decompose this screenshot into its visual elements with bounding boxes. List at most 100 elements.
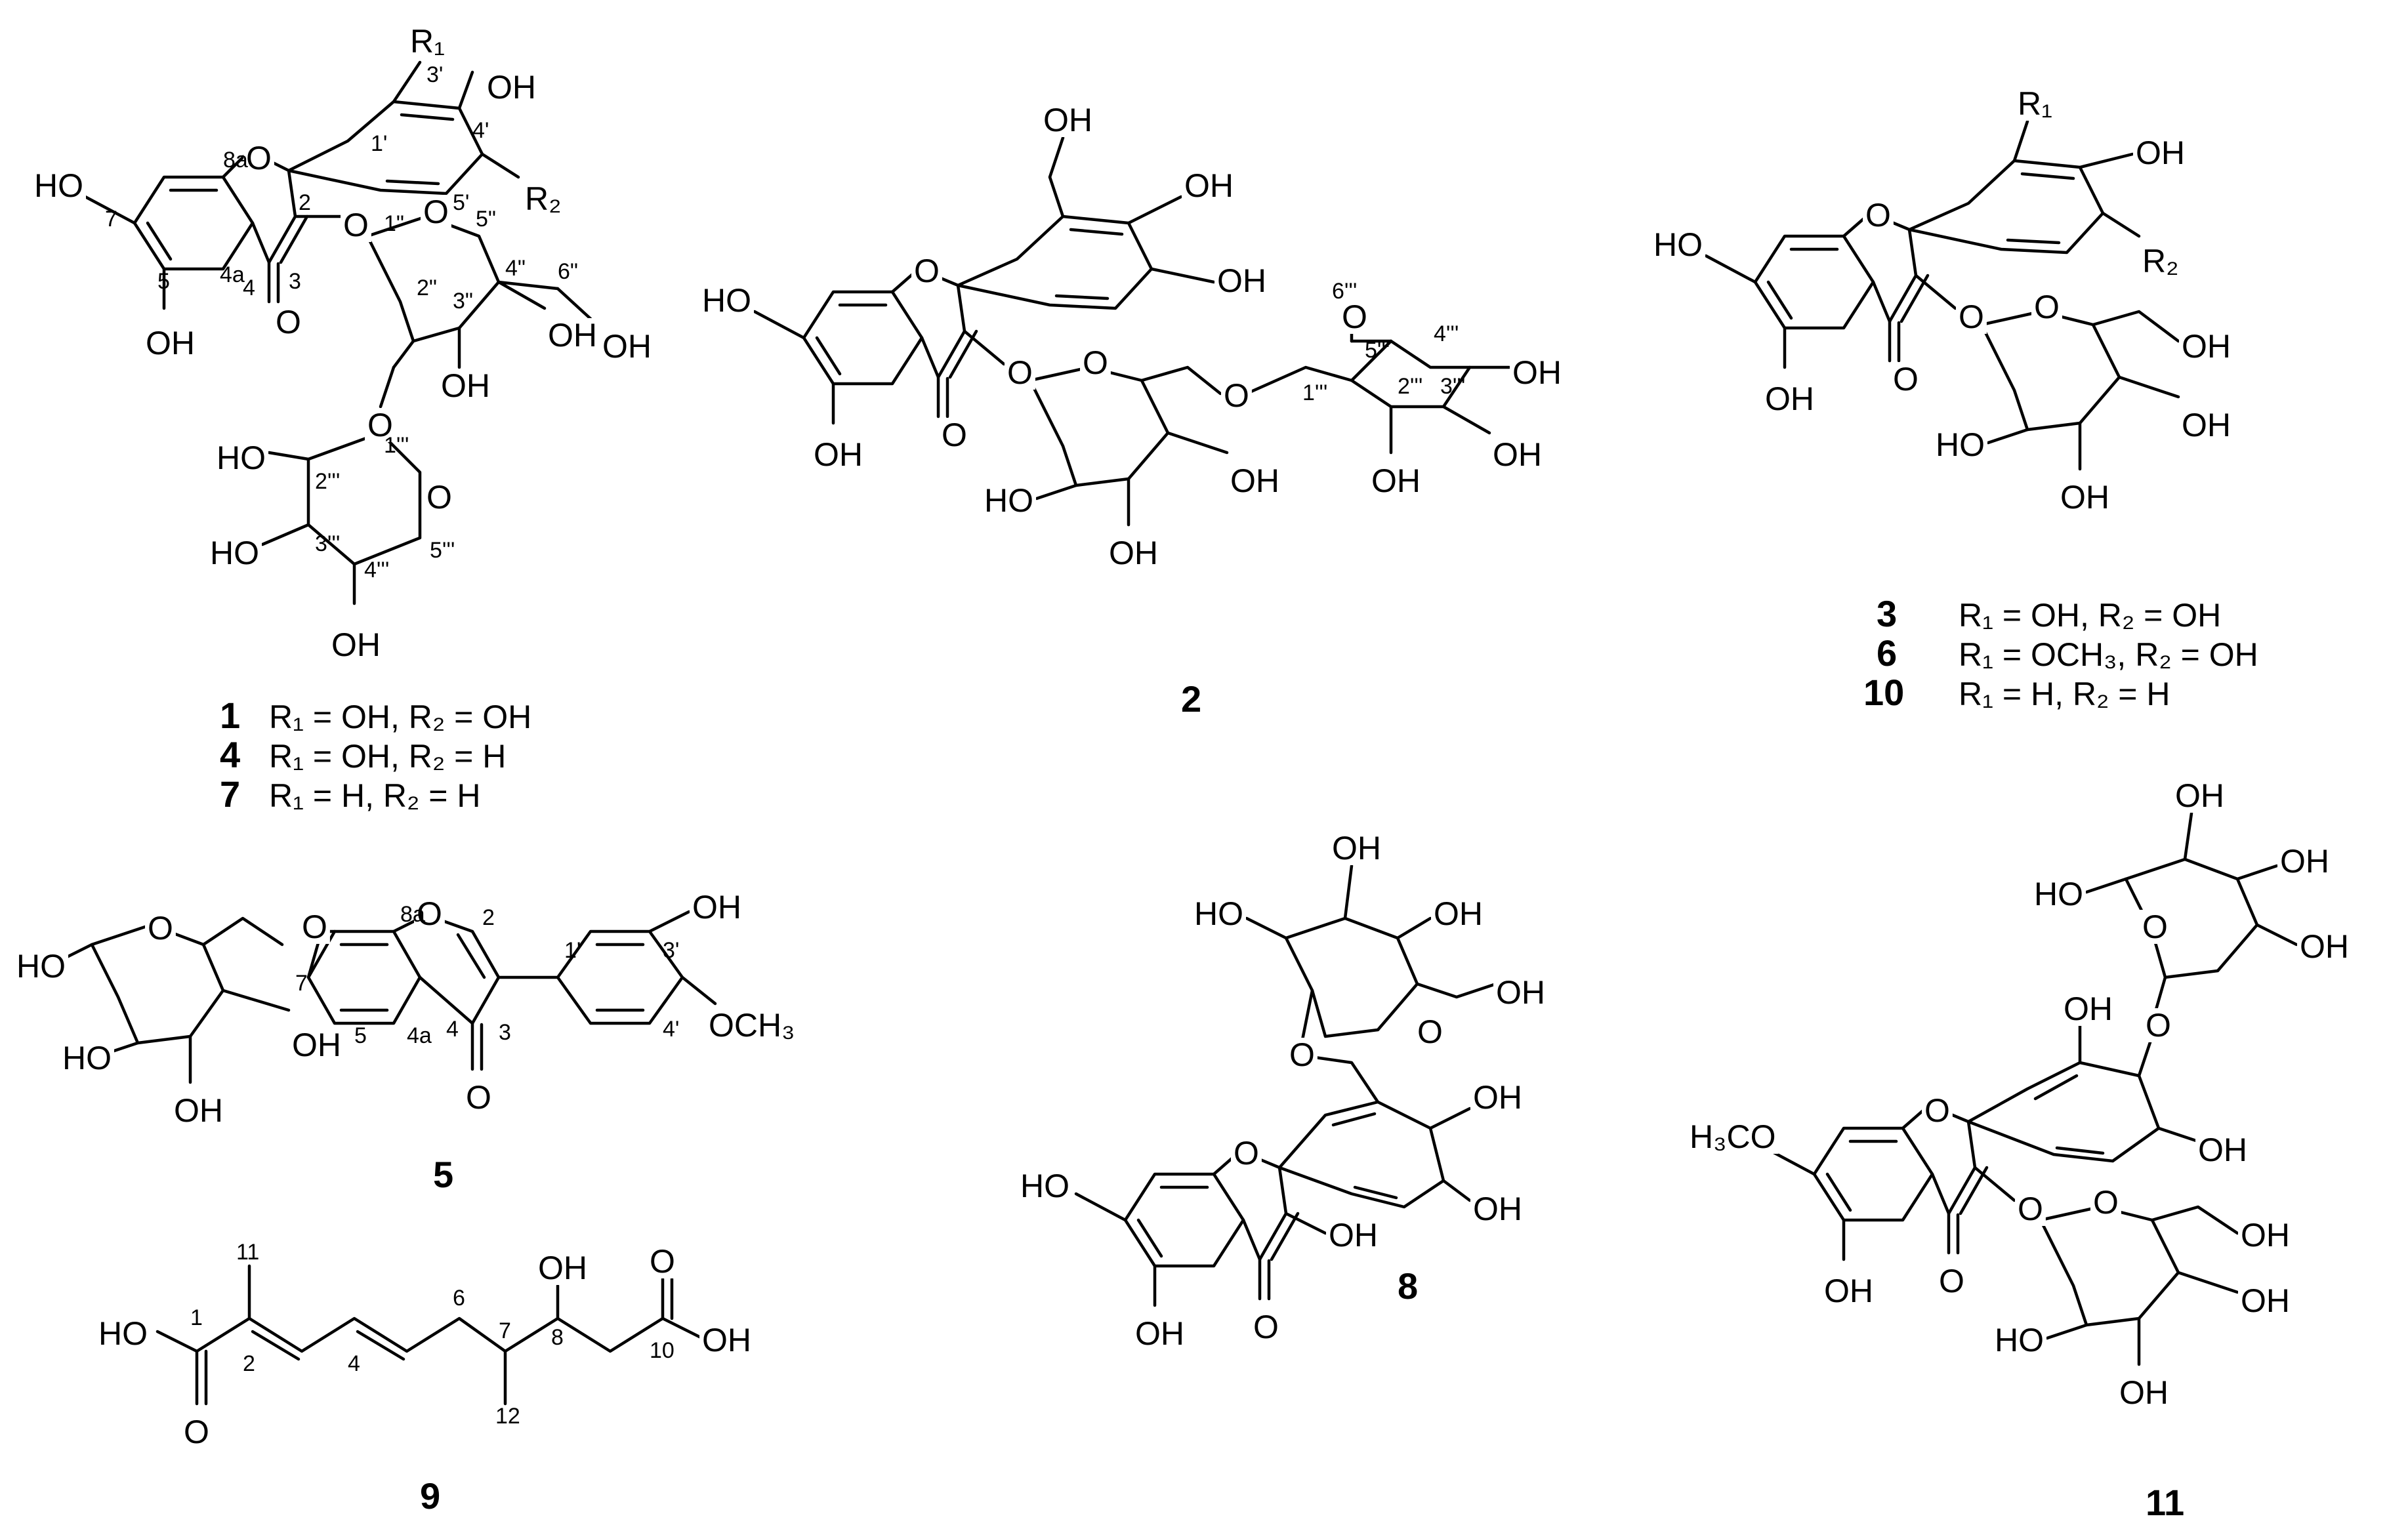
atom-label-background bbox=[214, 441, 268, 475]
c9-atom: HO bbox=[98, 1315, 148, 1352]
compound-9-id: 9 bbox=[420, 1475, 440, 1517]
atom-label-background bbox=[143, 326, 197, 360]
c1-3-glc-oh: OH bbox=[441, 367, 490, 404]
atom-label-background bbox=[341, 208, 371, 242]
c2-atom: OH bbox=[1371, 462, 1421, 499]
c1-r1: R₁ bbox=[410, 23, 445, 60]
atom-label-background bbox=[421, 195, 451, 229]
c1-4-ara-oh: OH bbox=[331, 626, 381, 663]
c11-atom: O bbox=[2146, 1007, 2171, 1044]
atom-label-background bbox=[2140, 910, 2170, 944]
c1-ara-ring-o: O bbox=[426, 479, 452, 516]
c11-atom: O bbox=[2018, 1191, 2043, 1227]
atom-label-background bbox=[1228, 464, 1282, 498]
c1-num: 7 bbox=[105, 207, 117, 232]
c2-atom: O bbox=[1007, 354, 1033, 391]
c1-r2: R₂ bbox=[525, 180, 562, 217]
c1-num: 5 bbox=[157, 269, 170, 294]
compound-1-4-7-legend: 1 R₁ = OH, R₂ = OH 4 R₁ = OH, R₂ = H 7 R… bbox=[220, 695, 531, 815]
atom-label-background bbox=[2140, 244, 2182, 278]
c1-num: 3" bbox=[453, 289, 473, 314]
c2-num: 3''' bbox=[1440, 374, 1465, 399]
atom-label-background bbox=[96, 1316, 150, 1351]
atom-label-background bbox=[1080, 346, 1111, 380]
c2-atom: O bbox=[942, 417, 967, 453]
compound-2-id: 2 bbox=[1181, 678, 1201, 720]
c8-atom: OH bbox=[1332, 830, 1381, 866]
atom-label-background bbox=[1992, 1323, 2046, 1357]
c2-atom: OH bbox=[814, 436, 863, 473]
compound-10-def: R₁ = H, R₂ = H bbox=[1959, 676, 2170, 712]
c1-num: 1''' bbox=[384, 433, 409, 458]
c1-num: 8a bbox=[223, 148, 248, 173]
atom-label-background bbox=[1510, 356, 1564, 390]
atom-label-background bbox=[424, 480, 455, 514]
atom-label-background bbox=[706, 1008, 798, 1042]
c1-ara-o: O bbox=[367, 407, 393, 443]
atom-label-background bbox=[1863, 198, 1894, 232]
c5-atom: HO bbox=[62, 1040, 112, 1076]
atom-label-background bbox=[699, 283, 754, 317]
c9-num: 1 bbox=[190, 1305, 203, 1330]
c11-atom: O bbox=[2093, 1184, 2119, 1221]
atom-label-background bbox=[145, 911, 176, 945]
compound-1-def: R₁ = OH, R₂ = OH bbox=[269, 699, 531, 735]
c3-atom: HO bbox=[1936, 426, 1985, 463]
atom-label-background bbox=[407, 24, 447, 58]
atom-label-background bbox=[1106, 536, 1161, 570]
c3-atom: O bbox=[2034, 289, 2060, 325]
atom-label-background bbox=[2031, 877, 2086, 911]
atom-label-background bbox=[545, 318, 600, 352]
c1-4-glc-oh: OH bbox=[548, 317, 597, 354]
c2-num: 6''' bbox=[1332, 279, 1357, 304]
c11-atom: OH bbox=[2241, 1217, 2290, 1254]
c3-atom: OH bbox=[2060, 479, 2109, 516]
c11-atom: OH bbox=[2175, 777, 2224, 814]
c11-atom: HO bbox=[1995, 1322, 2044, 1358]
atom-label-background bbox=[647, 1244, 678, 1278]
c5-atom: O bbox=[466, 1079, 491, 1116]
c2-num: 2''' bbox=[1398, 374, 1422, 399]
c2-num: 5''' bbox=[1365, 338, 1390, 363]
c2-num: 1''' bbox=[1302, 380, 1327, 405]
atom-label-background bbox=[31, 169, 86, 203]
atom-label-background bbox=[2031, 290, 2062, 324]
c5-num: 5 bbox=[354, 1023, 367, 1048]
c8-atom: HO bbox=[1020, 1168, 1069, 1204]
c1-num: 5" bbox=[476, 207, 496, 232]
atom-label-background bbox=[2015, 1192, 2046, 1226]
c2-atom: OH bbox=[1043, 102, 1092, 138]
atom-label-background bbox=[484, 70, 539, 104]
c5-num: 1' bbox=[564, 938, 581, 963]
atom-label-background bbox=[329, 628, 383, 662]
c11-atom: HO bbox=[2034, 876, 2083, 912]
c8-atom: O bbox=[1253, 1309, 1279, 1345]
atom-label-background bbox=[2277, 844, 2332, 878]
c9-atom: OH bbox=[538, 1250, 587, 1286]
c8-atom: OH bbox=[1473, 1191, 1522, 1227]
c5-atom: OCH₃ bbox=[709, 1007, 795, 1044]
atom-label-background bbox=[289, 1028, 344, 1062]
atom-label-background bbox=[1132, 1316, 1187, 1351]
atom-label-background bbox=[273, 305, 304, 339]
atom-label-background bbox=[14, 949, 68, 983]
atom-label-background bbox=[1890, 362, 1921, 396]
c9-num: 8 bbox=[551, 1325, 564, 1350]
c2-atom: O bbox=[1224, 377, 1249, 414]
c3-atom: R₂ bbox=[2142, 243, 2179, 279]
c1-num: 4" bbox=[505, 256, 526, 281]
atom-label-background bbox=[1933, 428, 1987, 462]
c3-atom: O bbox=[1893, 361, 1919, 398]
atom-label-background bbox=[2195, 1133, 2250, 1167]
c2-atom: O bbox=[1083, 344, 1108, 381]
c5-num: 3 bbox=[499, 1020, 511, 1045]
c1-num: 4''' bbox=[364, 558, 389, 582]
c2-atom: O bbox=[1342, 298, 1367, 335]
c11-atom: OH bbox=[1824, 1273, 1873, 1309]
atom-label-background bbox=[1018, 1169, 1072, 1203]
c1-num: 4 bbox=[243, 275, 255, 300]
atom-label-background bbox=[2172, 779, 2227, 813]
compound-5-structure bbox=[51, 910, 717, 1084]
compound-4-def: R₁ = OH, R₂ = H bbox=[269, 738, 506, 775]
